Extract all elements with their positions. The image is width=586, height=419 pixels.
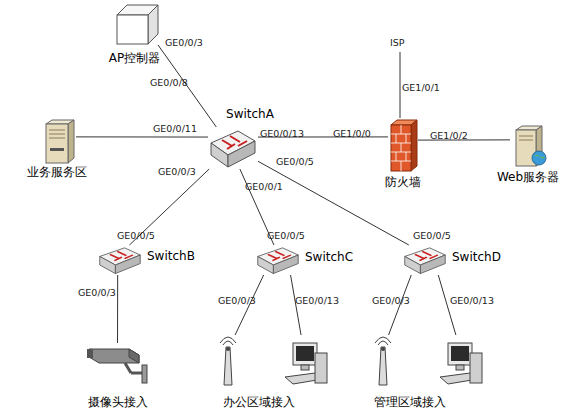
port-label: GE0/0/5 <box>267 230 305 241</box>
firewall-icon <box>388 118 418 172</box>
port-label: GE0/0/13 <box>260 128 304 139</box>
node-label: 摄像头接入 <box>80 395 155 409</box>
port-label: GE1/0/2 <box>430 130 468 141</box>
node-label: 管理区域接入 <box>352 395 467 409</box>
network-node: SwitchA <box>208 127 258 169</box>
controller-icon <box>115 3 160 45</box>
network-node: Web服务器 <box>510 124 548 168</box>
node-label: 防火墙 <box>373 175 433 189</box>
network-node: 业务服务区 <box>38 118 76 164</box>
network-node: 防火墙 <box>388 118 418 172</box>
port-label: GE0/0/1 <box>245 181 283 192</box>
network-node: 办公区域接入 <box>215 335 330 387</box>
port-label: GE0/0/13 <box>295 295 339 306</box>
node-label: SwitchC <box>305 250 360 264</box>
port-label: GE1/0/0 <box>333 128 371 139</box>
node-label: SwitchA <box>220 107 280 121</box>
switch-icon <box>208 127 258 169</box>
port-label: GE0/0/5 <box>276 156 314 167</box>
port-label: GE0/0/3 <box>78 287 116 298</box>
node-label: Web服务器 <box>488 170 568 184</box>
node-label: 业务服务区 <box>18 165 96 179</box>
network-node: SwitchD <box>402 245 448 275</box>
server-icon <box>38 118 76 164</box>
isp-uplink <box>400 52 401 118</box>
network-node: 管理区域接入 <box>370 335 485 387</box>
node-label: AP控制器 <box>102 51 167 65</box>
access-icons <box>370 335 485 387</box>
network-link <box>117 275 118 343</box>
port-label: GE1/0/1 <box>402 82 440 93</box>
network-node: 摄像头接入 <box>85 343 150 385</box>
network-node: AP控制器 <box>115 3 160 45</box>
port-label: GE0/0/8 <box>150 77 188 88</box>
switch-icon <box>97 245 143 275</box>
uplink-label: ISP <box>390 37 405 48</box>
port-label: GE0/0/13 <box>450 295 494 306</box>
node-label: SwitchB <box>147 249 202 263</box>
network-node: SwitchB <box>97 245 143 275</box>
port-label: GE0/0/11 <box>153 123 197 134</box>
access-icons <box>215 335 330 387</box>
port-label: GE0/0/3 <box>218 295 256 306</box>
network-node: SwitchC <box>255 245 301 275</box>
port-label: GE0/0/5 <box>413 230 451 241</box>
web-server-icon <box>510 124 548 168</box>
switch-icon <box>255 245 301 275</box>
port-label: GE0/0/5 <box>117 230 155 241</box>
node-label: 办公区域接入 <box>201 395 316 409</box>
camera-icon <box>85 343 150 385</box>
port-label: GE0/0/3 <box>372 295 410 306</box>
port-label: GE0/0/3 <box>165 37 203 48</box>
node-label: SwitchD <box>452 250 507 264</box>
switch-icon <box>402 245 448 275</box>
network-link <box>258 161 409 245</box>
network-link <box>76 136 208 137</box>
port-label: GE0/0/3 <box>158 166 196 177</box>
